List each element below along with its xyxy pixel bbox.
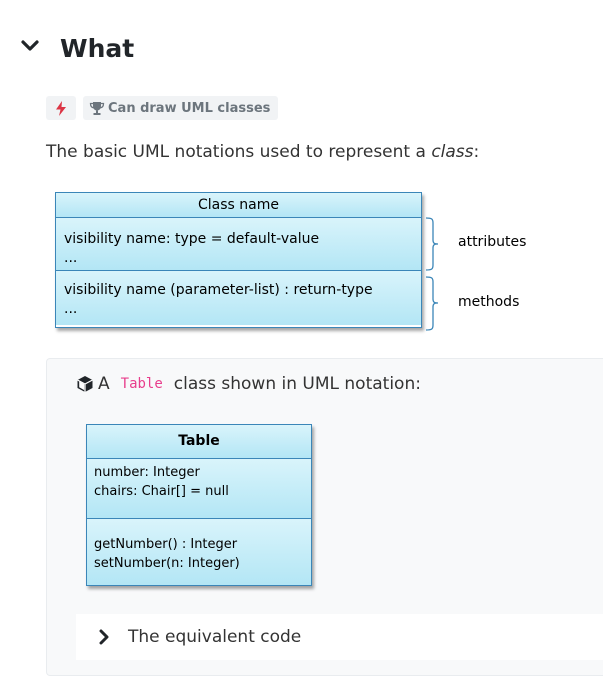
attribute-syntax: visibility name: type = default-value	[64, 231, 320, 247]
attribute-ellipsis: ...	[64, 250, 78, 266]
equivalent-code-toggle[interactable]: The equivalent code	[76, 614, 603, 660]
example-title: A Table class shown in UML notation:	[76, 374, 421, 394]
class-name-compartment: Class name	[56, 193, 421, 217]
method-syntax: visibility name (parameter-list) : retur…	[64, 282, 373, 298]
outcome-badge: Can draw UML classes	[83, 96, 279, 120]
table-methods: getNumber() : Integer setNumber(n: Integ…	[87, 518, 311, 585]
chevron-down-icon[interactable]	[20, 36, 40, 56]
lightning-icon	[56, 100, 66, 116]
class-code: Table	[120, 376, 163, 392]
table-attribute: number: Integer	[94, 465, 200, 480]
trophy-icon	[89, 102, 105, 115]
chevron-right-icon[interactable]	[98, 629, 110, 645]
box-icon	[77, 376, 93, 392]
methods-brace	[425, 276, 439, 331]
table-attribute: chairs: Chair[] = null	[94, 484, 229, 499]
attributes-label: attributes	[458, 234, 527, 250]
bolt-badge	[46, 96, 76, 120]
example-suffix: class shown in UML notation:	[173, 374, 421, 394]
methods-compartment: visibility name (parameter-list) : retur…	[56, 270, 421, 325]
table-class-name: Table	[87, 425, 311, 458]
methods-label: methods	[458, 294, 520, 310]
method-ellipsis: ...	[64, 301, 78, 317]
equivalent-code-label: The equivalent code	[128, 627, 302, 647]
intro-emphasis: class	[431, 142, 474, 162]
table-method: setNumber(n: Integer)	[94, 556, 240, 571]
badge-label: Can draw UML classes	[108, 100, 271, 116]
table-method: getNumber() : Integer	[94, 537, 238, 552]
attributes-brace	[425, 217, 439, 271]
uml-notation-diagram: Class name visibility name: type = defau…	[55, 192, 422, 328]
table-attributes: number: Integer chairs: Chair[] = null	[87, 458, 311, 518]
table-class-diagram: Table number: Integer chairs: Chair[] = …	[86, 424, 312, 586]
section-title: What	[60, 34, 135, 63]
attributes-compartment: visibility name: type = default-value ..…	[56, 217, 421, 270]
example-prefix: A	[98, 374, 110, 394]
intro-text: The basic UML notations used to represen…	[46, 142, 480, 162]
